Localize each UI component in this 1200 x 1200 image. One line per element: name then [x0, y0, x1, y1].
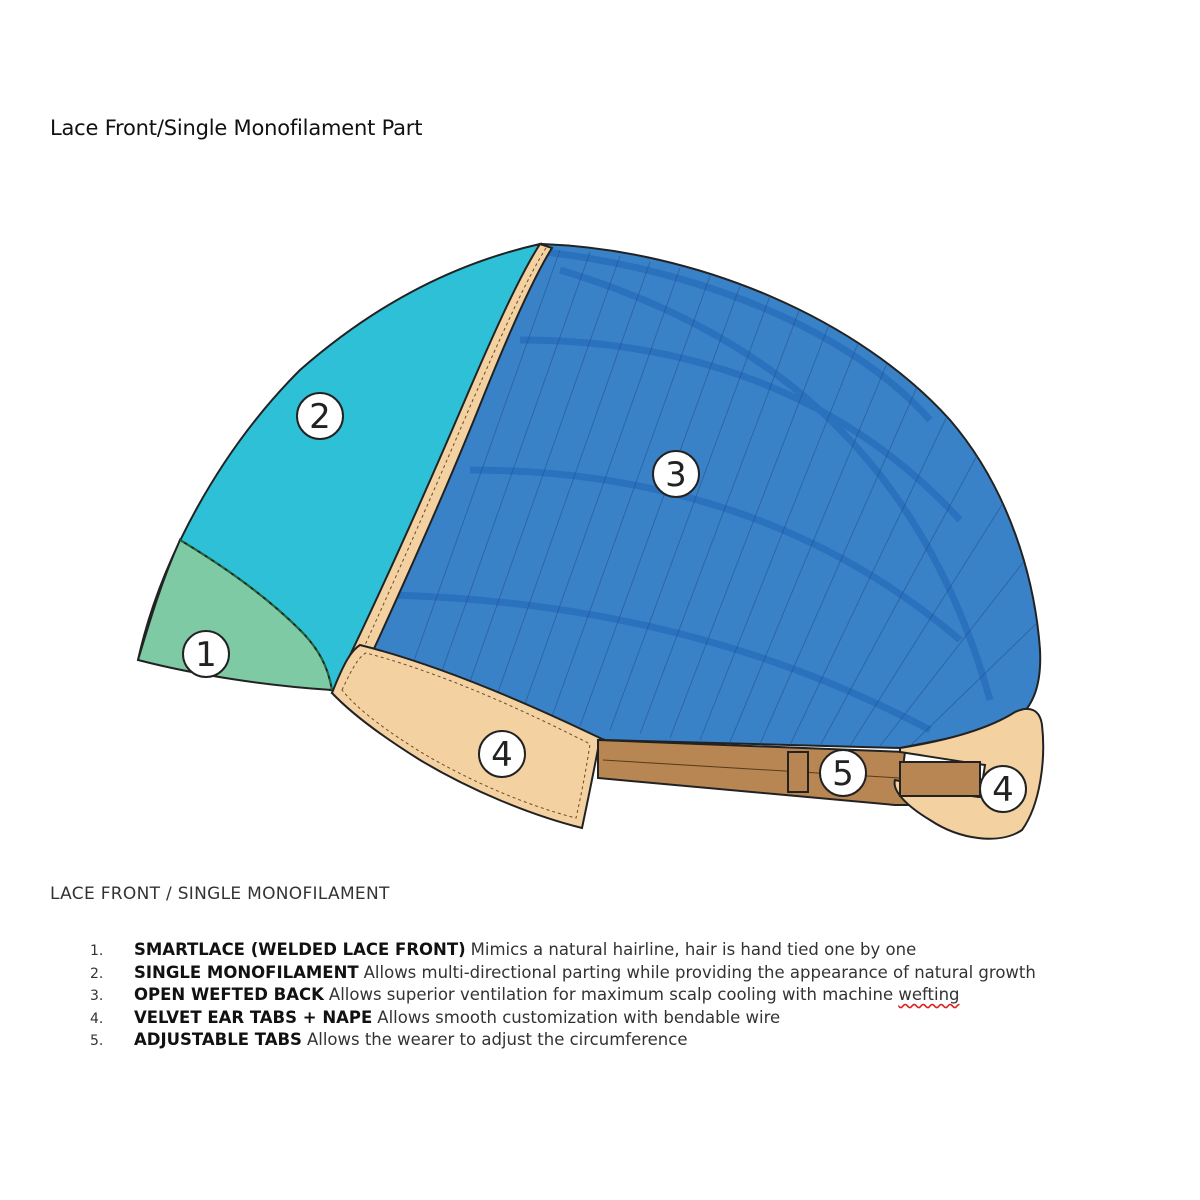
- feature-number: 3.: [90, 988, 104, 1004]
- wig-cap-diagram: 1 2 3 4 5 4: [136, 242, 1045, 840]
- weft-lines: [389, 248, 1041, 747]
- feature-number: 4.: [90, 1010, 104, 1027]
- feature-name: OPEN WEFTED BACK: [134, 985, 324, 1004]
- section-subtitle: LACE FRONT / SINGLE MONOFILAMENT: [50, 884, 390, 904]
- callout-3: 3: [652, 450, 700, 498]
- callout-4-back-label: 4: [992, 770, 1014, 810]
- feature-name: VELVET EAR TABS + NAPE: [134, 1007, 373, 1027]
- callout-5-label: 5: [832, 754, 854, 794]
- feature-number: 5.: [90, 1033, 104, 1049]
- callout-4-front: 4: [478, 730, 526, 778]
- callout-1: 1: [182, 630, 230, 678]
- page-title: Lace Front/Single Monofilament Part: [50, 116, 423, 140]
- feature-number: 2.: [90, 965, 104, 982]
- callout-2-label: 2: [309, 397, 331, 437]
- feature-item: 1. SMARTLACE (WELDED LACE FRONT) Mimics …: [90, 940, 1170, 963]
- feature-name: ADJUSTABLE TABS: [134, 1030, 302, 1049]
- feature-number: 1.: [90, 943, 104, 959]
- feature-description: Allows superior ventilation for maximum …: [329, 985, 960, 1004]
- feature-item: 2. SINGLE MONOFILAMENT Allows multi-dire…: [90, 963, 1170, 986]
- feature-name: SINGLE MONOFILAMENT: [134, 962, 359, 982]
- feature-description: Mimics a natural hairline, hair is hand …: [470, 940, 917, 959]
- feature-item: 5. ADJUSTABLE TABS Allows the wearer to …: [90, 1030, 1170, 1053]
- feature-item: 4. VELVET EAR TABS + NAPE Allows smooth …: [90, 1008, 1170, 1031]
- callout-4-back: 4: [979, 765, 1027, 813]
- feature-item: 3. OPEN WEFTED BACK Allows superior vent…: [90, 985, 1170, 1008]
- feature-description: Allows multi-directional parting while p…: [363, 962, 1036, 982]
- callout-2: 2: [296, 392, 344, 440]
- callout-4-front-label: 4: [491, 735, 513, 775]
- velvet-ear-tab-front: [330, 643, 602, 830]
- callout-1-label: 1: [195, 635, 217, 675]
- feature-list: 1. SMARTLACE (WELDED LACE FRONT) Mimics …: [90, 940, 1170, 1053]
- feature-name: SMARTLACE (WELDED LACE FRONT): [134, 940, 466, 959]
- callout-5: 5: [819, 749, 867, 797]
- feature-description-text: Allows superior ventilation for maximum …: [328, 985, 894, 1004]
- feature-description: Allows the wearer to adjust the circumfe…: [306, 1030, 688, 1049]
- spellcheck-flagged-word: wefting: [898, 985, 960, 1004]
- callout-3-label: 3: [665, 455, 687, 495]
- feature-description: Allows smooth customization with bendabl…: [377, 1007, 781, 1027]
